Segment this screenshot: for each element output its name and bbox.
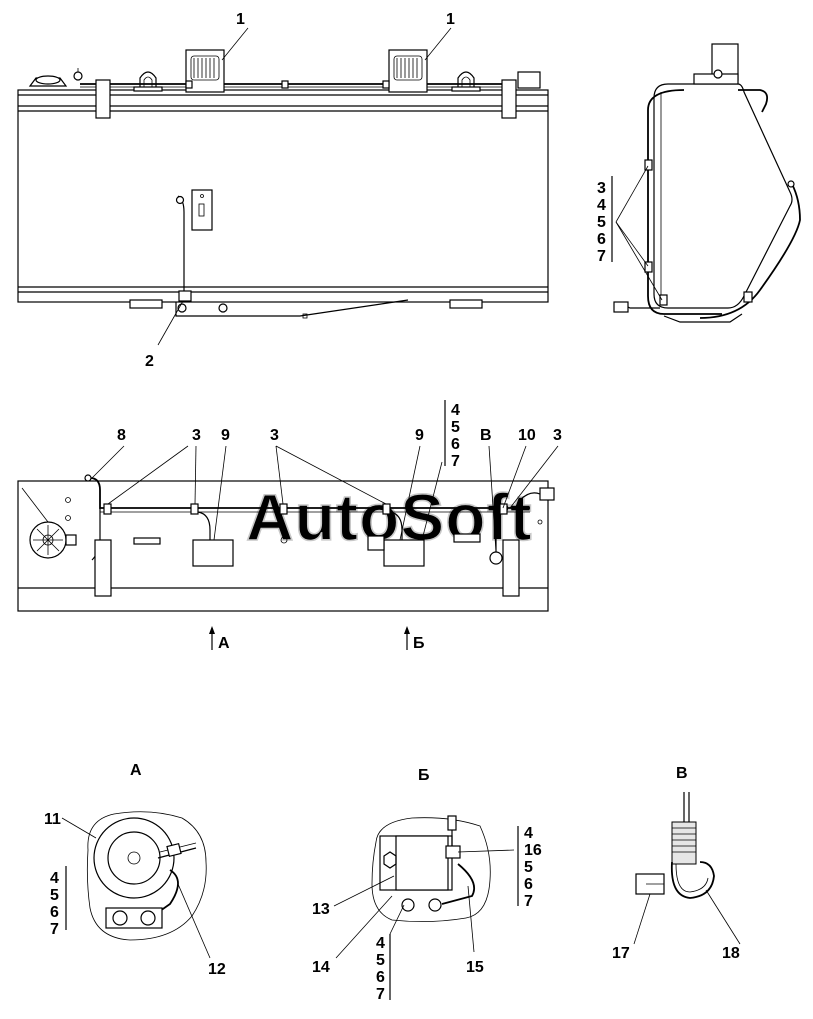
tank-body-outline	[17, 89, 549, 303]
plan-stack-7: 7	[451, 453, 460, 470]
strap-bracket-right	[501, 79, 517, 119]
plan-view: 8 3 9 3 9 В 10 3 4 5 6 7 А Б	[17, 400, 562, 652]
plan-stack-4: 4	[451, 402, 460, 419]
detail-b-callout-14: 14	[312, 959, 330, 976]
detail-b-callout-15: 15	[466, 959, 484, 976]
plan-filler	[21, 487, 77, 559]
plan-callout-8: 8	[117, 427, 126, 444]
plan-callout-10: 10	[518, 427, 536, 444]
detail-v: В 17 18	[612, 765, 741, 962]
detail-v-sleeve	[671, 821, 697, 865]
plan-stack-6: 6	[451, 436, 460, 453]
plate	[133, 537, 161, 545]
side-stack-5: 5	[597, 214, 606, 231]
side-cable-top	[738, 89, 769, 113]
detail-b-stack-r-4: 4	[524, 825, 533, 842]
callout-1-left: 1	[236, 11, 245, 28]
detail-v-callout-17: 17	[612, 945, 630, 962]
sensor-9-left	[192, 539, 234, 567]
detail-b-stack-r-5: 5	[524, 859, 533, 876]
callout-1-right: 1	[446, 11, 455, 28]
detail-a-stack-5: 5	[50, 887, 59, 904]
section-mark-b: Б	[413, 635, 425, 652]
detail-v-callout-18: 18	[722, 945, 740, 962]
plan-callout-9b: 9	[415, 427, 424, 444]
level-sensor-plate	[191, 189, 213, 231]
detail-a-stack-6: 6	[50, 904, 59, 921]
detail-b-stack-r-7: 7	[524, 893, 533, 910]
detail-a-break-outline	[86, 811, 207, 941]
detail-v-title: В	[676, 765, 688, 782]
plan-callout-3a: 3	[192, 427, 201, 444]
section-mark-a: А	[218, 635, 230, 652]
lifting-lug-left	[133, 71, 163, 92]
detail-b-stack-b-7: 7	[376, 986, 385, 1003]
filler-cap	[28, 68, 83, 87]
side-stack-7: 7	[597, 248, 606, 265]
sensor-9-right	[383, 539, 425, 567]
side-cable-left	[647, 89, 722, 315]
detail-a: А 11 12 4 5 6 7	[44, 762, 226, 978]
foot-right	[449, 299, 483, 309]
detail-a-title: А	[130, 762, 142, 779]
watermark-text: AutoSoft	[246, 480, 533, 554]
side-stack-4: 4	[597, 197, 606, 214]
side-cable-right	[699, 183, 801, 319]
cable-clamp	[382, 80, 390, 89]
side-view: 3 4 5 6 7	[597, 43, 801, 323]
detail-b-stack-b-4: 4	[376, 935, 385, 952]
detail-b-stack-b-6: 6	[376, 969, 385, 986]
side-stack-3: 3	[597, 180, 606, 197]
plan-outline	[17, 480, 549, 612]
bottom-clamp	[178, 290, 192, 302]
detail-a-stack-4: 4	[50, 870, 59, 887]
detail-b-break-outline	[371, 817, 491, 922]
plan-stack-5: 5	[451, 419, 460, 436]
detail-b-stack-r-16: 16	[524, 842, 542, 859]
cable-clamp	[281, 80, 289, 89]
foot-left	[129, 299, 163, 309]
plan-callout-3b: 3	[270, 427, 279, 444]
detail-b-callout-13: 13	[312, 901, 330, 918]
plan-callout-9a: 9	[221, 427, 230, 444]
front-view: 1 1 2	[17, 11, 549, 370]
detail-a-stack-7: 7	[50, 921, 59, 938]
cable-clamp	[185, 80, 193, 89]
callout-2: 2	[145, 353, 154, 370]
strap-bracket-left	[95, 79, 111, 119]
sensor-wire	[177, 195, 185, 296]
plan-callout-3c: 3	[553, 427, 562, 444]
side-stack-6: 6	[597, 231, 606, 248]
detail-b-stack-b-5: 5	[376, 952, 385, 969]
detail-b-title: Б	[418, 767, 430, 784]
detail-b-stack-r-6: 6	[524, 876, 533, 893]
plan-callout-v: В	[480, 427, 492, 444]
right-connector	[517, 71, 541, 89]
detail-a-callout-12: 12	[208, 961, 226, 978]
lifting-lug-right	[451, 71, 481, 92]
bottom-strip	[175, 299, 409, 317]
detail-b: Б 13 14 15 4 16 5 6 7 4 5 6 7	[312, 767, 542, 1003]
sensor-cover-right	[388, 49, 428, 93]
detail-a-callout-11: 11	[44, 811, 61, 828]
